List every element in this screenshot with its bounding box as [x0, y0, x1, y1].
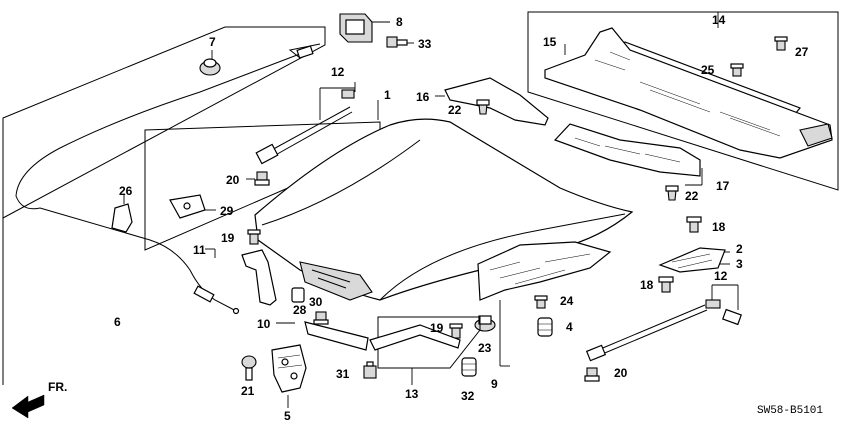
front-direction-arrow: [11, 394, 45, 419]
callout-4: 4: [566, 320, 573, 334]
callout-27: 27: [795, 45, 809, 59]
bolt-21: [241, 355, 257, 381]
callout-31: 31: [336, 367, 350, 381]
callout-21: 21: [241, 384, 255, 398]
clip-19-lower: [449, 323, 463, 339]
callout-19-upper: 19: [221, 231, 235, 245]
callout-1: 1: [384, 88, 391, 102]
clip-19-upper: [247, 229, 261, 245]
callout-14: 14: [712, 13, 726, 27]
clip-27: [774, 36, 788, 51]
bracket-2-3: [658, 247, 730, 273]
clip-22-upper: [476, 99, 490, 115]
hood-stay: [267, 106, 351, 153]
clip-22-lower: [665, 185, 679, 201]
support-13-box: [369, 316, 481, 385]
callout-29: 29: [220, 204, 234, 218]
cushion-32: [461, 357, 477, 377]
callout-9: 9: [491, 377, 498, 391]
callout-8: 8: [396, 15, 403, 29]
callout-25: 25: [701, 63, 715, 77]
release-cable: [15, 51, 306, 210]
bumper-30: [291, 287, 305, 303]
clip-24: [534, 295, 548, 309]
hinge-11: [205, 248, 277, 306]
callout-33: 33: [418, 37, 432, 51]
bumper-4: [537, 317, 553, 337]
callout-10: 10: [257, 317, 271, 331]
front-direction-label: FR.: [48, 380, 67, 394]
callout-13: 13: [405, 387, 419, 401]
grommet-7: [199, 50, 221, 76]
callout-17: 17: [716, 179, 730, 193]
leader-9: [499, 300, 510, 367]
bolt-33: [386, 36, 414, 48]
callout-6: 6: [114, 315, 121, 329]
cushion-23: [474, 315, 496, 332]
clip-20-right: [584, 367, 600, 382]
callout-23: 23: [478, 341, 492, 355]
callout-3: 3: [736, 257, 743, 271]
clip-20-left: [246, 171, 270, 186]
bracket-26: [111, 195, 133, 233]
seal-16: [435, 77, 549, 126]
cowl-top-15: [544, 27, 833, 159]
bracket-28: [276, 311, 369, 351]
hood-stay-right: [585, 284, 742, 362]
callout-20-left: 20: [226, 173, 240, 187]
clip-18-lower: [658, 276, 674, 293]
callout-5: 5: [284, 409, 291, 423]
bracket-29: [169, 194, 216, 219]
hood-switch-8: [339, 13, 390, 43]
callout-32: 32: [461, 389, 475, 403]
hood-panel-1: [254, 100, 634, 301]
callout-18-upper: 18: [712, 220, 726, 234]
cowl-panel-box: [527, 11, 839, 191]
callout-7: 7: [209, 35, 216, 49]
bolt-31: [363, 361, 377, 379]
diagram-code: SW58-B5101: [757, 405, 823, 417]
callout-24: 24: [560, 294, 574, 308]
release-cable-panel: [2, 26, 326, 385]
callout-19-lower: 19: [430, 321, 444, 335]
cowl-lower-17: [553, 123, 703, 186]
hood-latch-5: [271, 344, 307, 408]
callout-20-right: 20: [614, 366, 628, 380]
callout-2: 2: [736, 242, 743, 256]
callout-26: 26: [119, 184, 133, 198]
callout-16: 16: [416, 90, 430, 104]
clip-25: [730, 63, 744, 77]
callout-30: 30: [309, 295, 323, 309]
callout-28: 28: [293, 303, 307, 317]
callout-22-upper: 22: [448, 103, 462, 117]
clip-18-upper: [686, 216, 702, 233]
callout-11: 11: [193, 243, 206, 257]
callout-22-lower: 22: [685, 189, 699, 203]
callout-15: 15: [543, 35, 557, 49]
hood-stay-panel: [144, 82, 381, 251]
callout-12-right: 12: [714, 269, 728, 283]
callout-18-lower: 18: [640, 278, 654, 292]
callout-12-upper: 12: [331, 65, 345, 79]
